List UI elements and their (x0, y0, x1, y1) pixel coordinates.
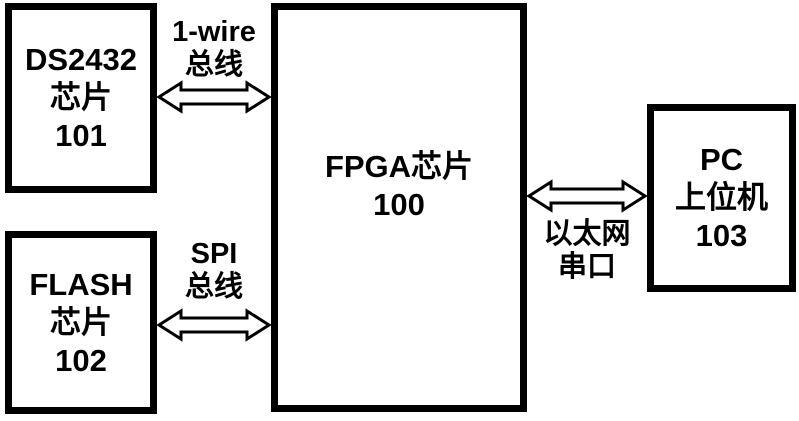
block-flash-line-3: 102 (55, 342, 107, 378)
block-pc-host: PC 上位机 103 (647, 104, 796, 292)
label-ethernet-line-1: 以太网 (543, 218, 631, 250)
block-pc-line-1: PC (699, 142, 744, 177)
block-ds2432-line-1: DS2432 (24, 42, 138, 77)
double-arrow-1wire (157, 80, 271, 114)
double-arrow-ethernet (527, 179, 647, 213)
block-flash-text: FLASH 芯片 102 (29, 266, 132, 380)
block-ds2432-line-2: 芯片 (50, 80, 112, 115)
label-spi-line-1: SPI (190, 238, 238, 270)
block-ds2432-text: DS2432 芯片 101 (25, 41, 137, 155)
label-ethernet-line-2: 串口 (557, 251, 616, 283)
block-fpga-text: FPGA芯片 100 (325, 148, 473, 224)
block-fpga-line-2: 100 (373, 186, 425, 222)
block-pc-line-2: 上位机 (675, 180, 768, 215)
block-fpga-chip: FPGA芯片 100 (271, 3, 527, 412)
label-spi-line-2: 总线 (184, 271, 243, 303)
double-arrow-spi (157, 308, 271, 342)
block-flash-line-1: FLASH (29, 266, 133, 302)
block-ds2432-line-3: 101 (55, 118, 107, 153)
block-flash-line-2: 芯片 (49, 304, 112, 340)
connection-label-spi-bus: SPI 总线 (157, 238, 271, 304)
block-pc-text: PC 上位机 103 (675, 141, 768, 255)
connection-label-1wire-bus: 1-wire 总线 (157, 16, 271, 82)
block-fpga-line-1: FPGA芯片 (324, 148, 474, 184)
label-1wire-line-2: 总线 (184, 49, 243, 81)
label-1wire-line-1: 1-wire (172, 16, 256, 48)
connection-label-ethernet-serial: 以太网 串口 (527, 218, 647, 284)
block-ds2432-chip: DS2432 芯片 101 (5, 3, 157, 193)
block-pc-line-3: 103 (695, 218, 748, 253)
block-flash-chip: FLASH 芯片 102 (5, 231, 157, 414)
